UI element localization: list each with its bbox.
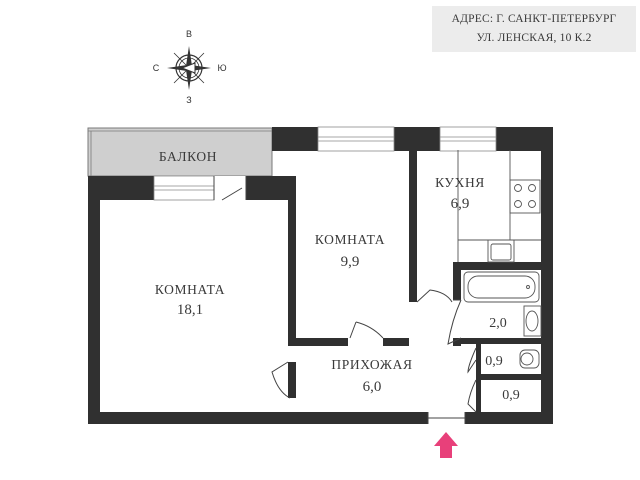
doors [213,176,477,424]
room2-name: КОМНАТА [314,232,386,247]
closet-area: 0,9 [502,388,520,403]
compass-south-label: З [186,95,192,105]
kitchen-fixtures [457,150,541,263]
hallway-area: 6,0 [362,379,382,395]
room2-area: 9,9 [340,254,360,270]
windows [153,126,497,201]
compass-north-label: В [185,29,193,39]
compass-east-label: Ю [217,63,227,73]
kitchen-name: КУХНЯ [435,175,485,190]
stove-icon [509,179,541,214]
address-line-2: УЛ. ЛЕНСКАЯ, 10 К.2 [476,32,592,44]
room1-name: КОМНАТА [154,282,226,297]
toilet-area: 0,9 [485,354,503,369]
room1-area: 18,1 [176,302,204,318]
compass-icon [167,46,211,90]
bathtub-icon [463,271,540,303]
bathroom-fixtures [463,271,542,369]
toilet-icon [519,349,540,369]
entrance-arrow-icon [434,432,458,458]
address-line-1: АДРЕС: Г. САНКТ-ПЕТЕРБУРГ [451,13,617,25]
walls [88,127,553,424]
compass-west-label: С [152,63,160,73]
bathroom-area: 2,0 [489,316,507,331]
kitchen-sink-icon [487,239,515,263]
balcony [87,127,273,177]
address-box: АДРЕС: Г. САНКТ-ПЕТЕРБУРГ УЛ. ЛЕНСКАЯ, 1… [432,6,636,52]
washbasin-icon [523,305,542,337]
kitchen-area: 6,9 [450,196,470,212]
hallway-name: ПРИХОЖАЯ [331,357,413,372]
balcony-label: БАЛКОН [158,149,218,164]
